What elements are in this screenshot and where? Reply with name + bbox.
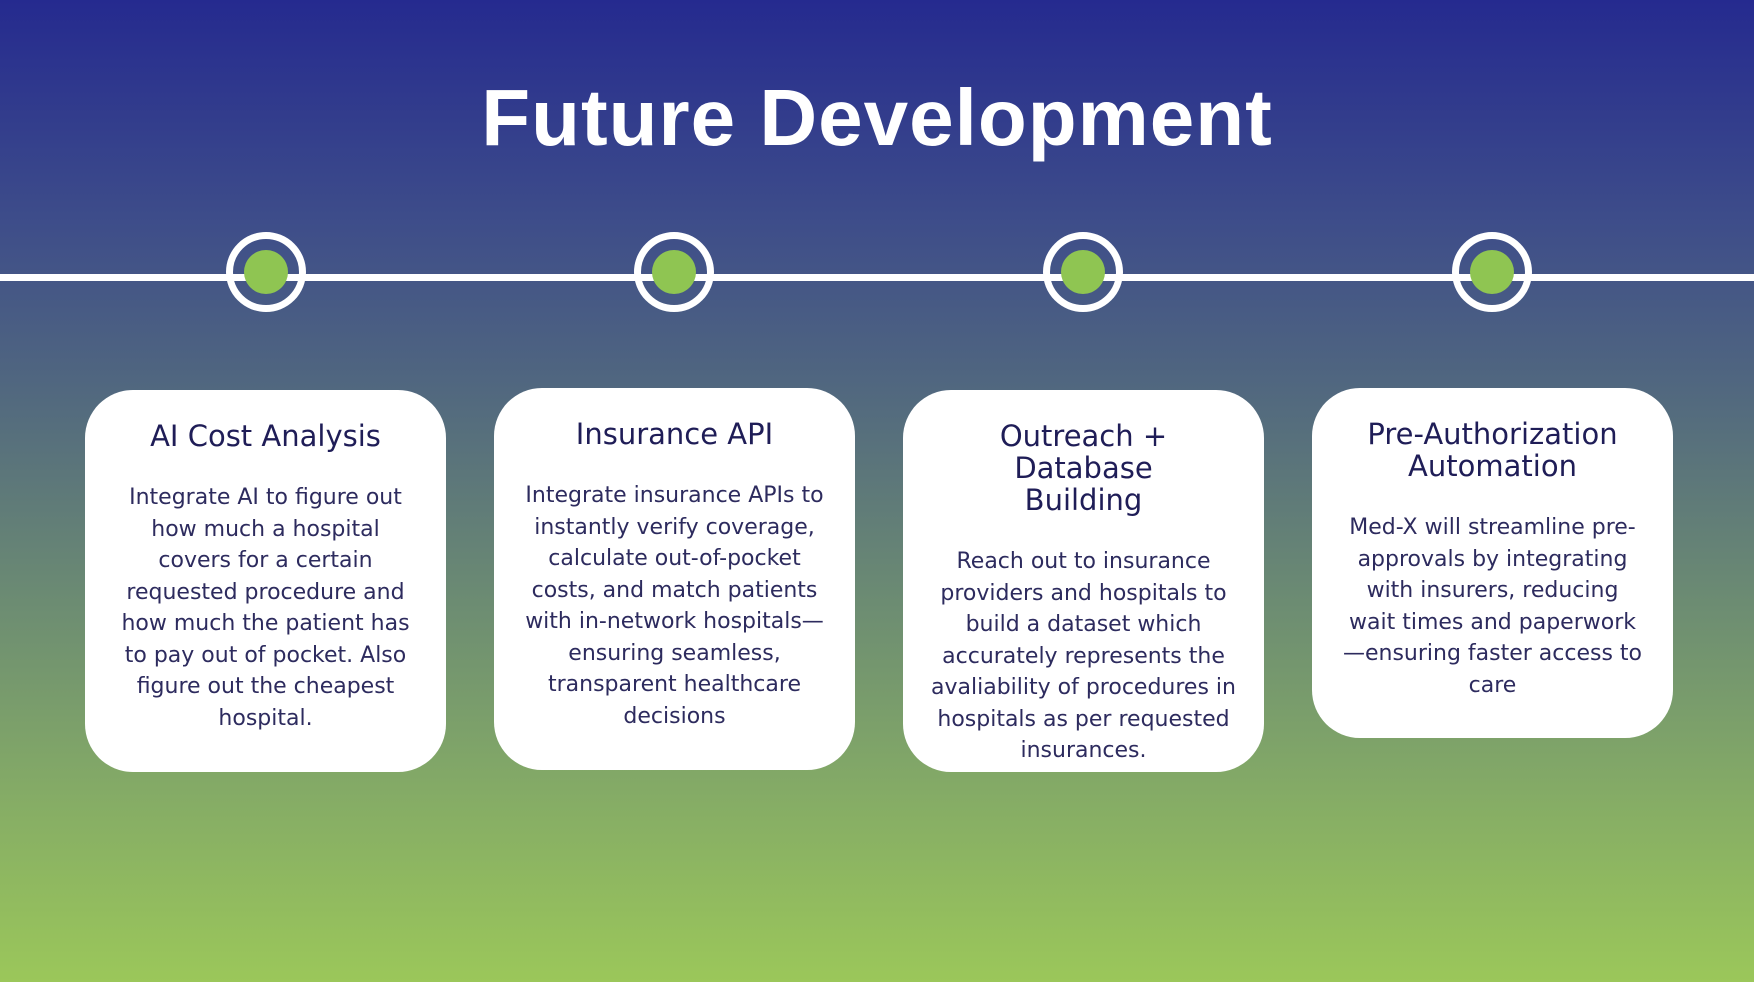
card-ai-cost-analysis: AI Cost Analysis Integrate AI to figure … xyxy=(85,390,446,772)
timeline-line xyxy=(0,274,1754,281)
card-title: Outreach + Database Building xyxy=(999,419,1168,517)
slide-title: Future Development xyxy=(481,73,1273,162)
timeline-marker-dot xyxy=(244,250,288,294)
card-description: Integrate insurance APIs to instantly ve… xyxy=(525,483,824,729)
card-description: Reach out to insurance providers and hos… xyxy=(931,549,1236,763)
card-outreach-database-building: Outreach + Database Building Reach out t… xyxy=(903,390,1264,772)
timeline-marker-dot xyxy=(652,250,696,294)
card-title: Insurance API xyxy=(575,417,774,451)
card-insurance-api: Insurance API Integrate insurance APIs t… xyxy=(494,388,855,770)
card-title: Pre-Authorization Automation xyxy=(1367,417,1618,483)
card-description: Med-X will streamline pre-approvals by i… xyxy=(1342,515,1643,698)
timeline-marker-3 xyxy=(1043,232,1123,312)
timeline-marker-1 xyxy=(226,232,306,312)
timeline-marker-2 xyxy=(634,232,714,312)
card-description: Integrate AI to figure out how much a ho… xyxy=(121,485,410,731)
timeline-marker-dot xyxy=(1470,250,1514,294)
timeline-marker-dot xyxy=(1061,250,1105,294)
card-pre-authorization-automation: Pre-Authorization Automation Med-X will … xyxy=(1312,388,1673,738)
card-title: AI Cost Analysis xyxy=(150,419,381,453)
timeline-marker-4 xyxy=(1452,232,1532,312)
